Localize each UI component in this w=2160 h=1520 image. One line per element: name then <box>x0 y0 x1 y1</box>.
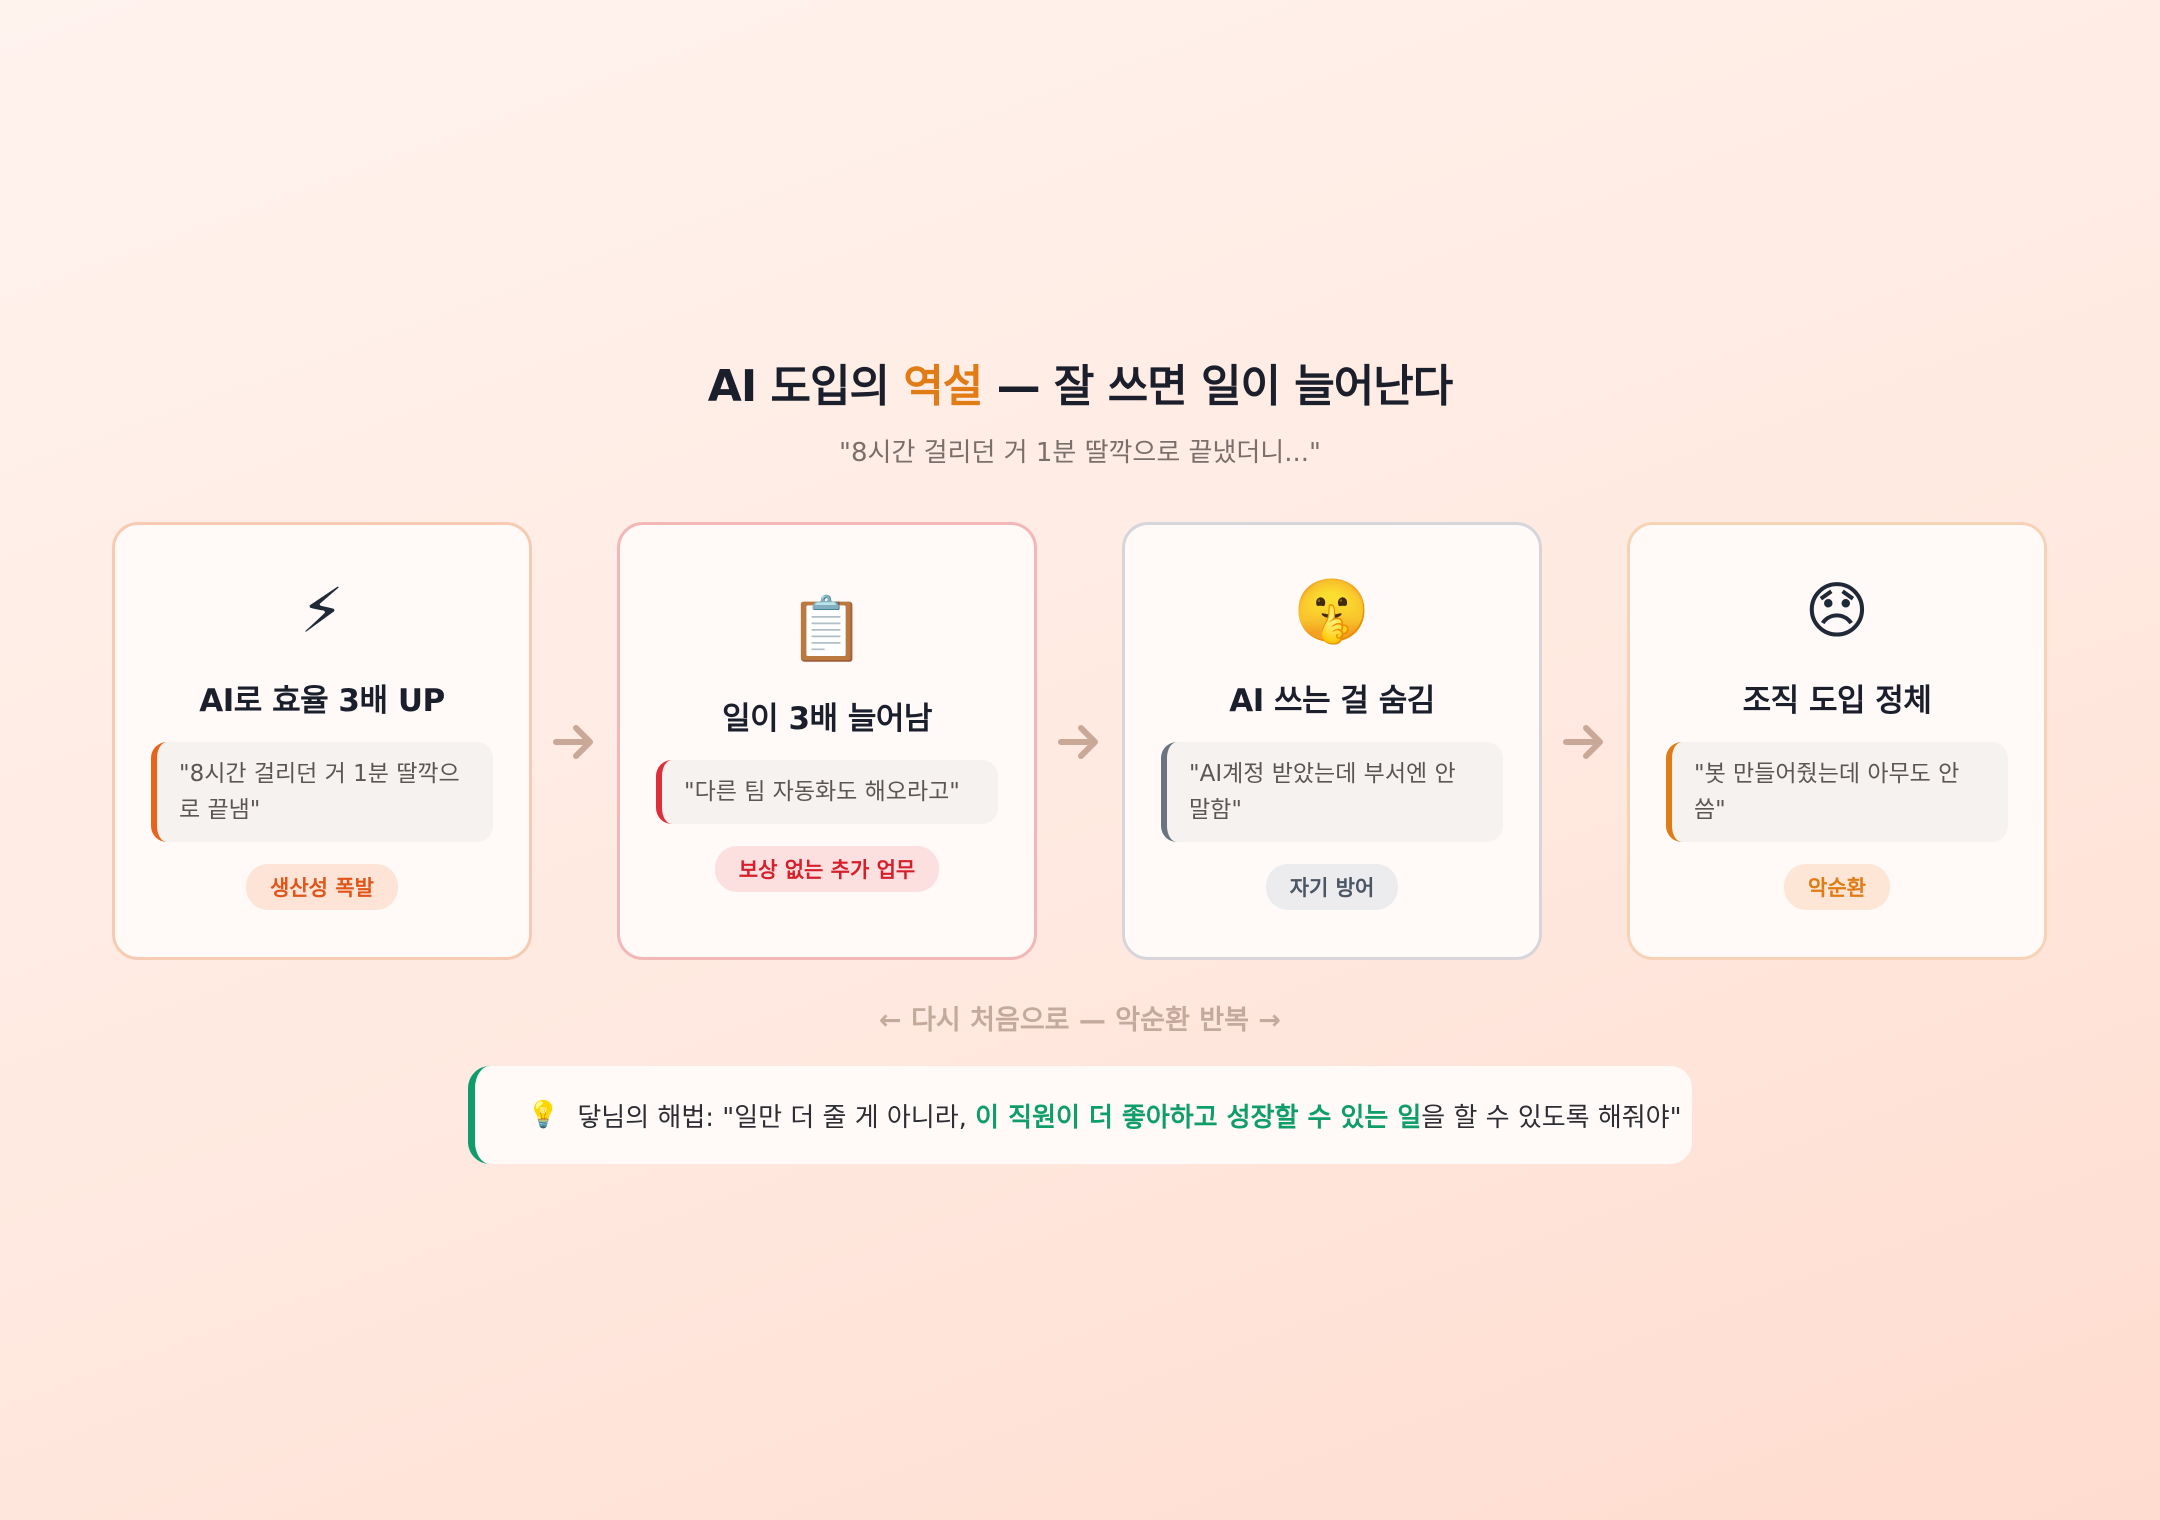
title-accent: 역설 <box>903 361 983 412</box>
stage-card-hiding: 🤫 AI 쓰는 걸 숨김 "AI계정 받았는데 부서엔 안 말함" 자기 방어 <box>1122 522 1542 960</box>
cycle-flow: ⚡ AI로 효율 3배 UP "8시간 걸리던 거 1분 딸깍으로 끝냄" 생산… <box>112 522 2048 960</box>
solution-callout: 💡 닿님의 해법: "일만 더 줄 게 아니라, 이 직원이 더 좋아하고 성장… <box>468 1066 1692 1164</box>
card-title: 조직 도입 정체 <box>1742 682 1932 719</box>
page-title: AI 도입의 역설 — 잘 쓰면 일이 늘어난다 <box>0 350 2160 414</box>
arrow-right-icon <box>1055 718 1103 766</box>
header: AI 도입의 역설 — 잘 쓰면 일이 늘어난다 "8시간 걸리던 거 1분 딸… <box>0 350 2160 469</box>
lightning-icon: ⚡ <box>300 573 344 647</box>
card-badge: 자기 방어 <box>1265 863 1399 910</box>
solution-text-suffix: 을 할 수 있도록 해줘야" <box>1421 1102 1682 1133</box>
card-quote: "다른 팀 자동화도 해오라고" <box>656 759 998 824</box>
solution-text: 닿님의 해법: "일만 더 줄 게 아니라, 이 직원이 더 좋아하고 성장할 … <box>577 1097 1681 1134</box>
arrow-right-icon <box>550 718 598 766</box>
stage-card-stagnation: 😞 조직 도입 정체 "봇 만들어줬는데 아무도 안 씀" 악순환 <box>1627 522 2047 960</box>
card-title: AI로 효율 3배 UP <box>199 682 445 719</box>
arrow-right-icon <box>1560 718 1608 766</box>
card-title: 일이 3배 늘어남 <box>722 700 932 737</box>
title-prefix: AI 도입의 <box>707 361 904 412</box>
card-title: AI 쓰는 걸 숨김 <box>1229 682 1435 719</box>
clipboard-icon: 📋 <box>788 591 866 665</box>
solution-text-prefix: 닿님의 해법: "일만 더 줄 게 아니라, <box>577 1102 976 1133</box>
card-quote: "AI계정 받았는데 부서엔 안 말함" <box>1161 741 1503 842</box>
shushing-face-icon: 🤫 <box>1293 573 1371 647</box>
disappointed-face-icon: 😞 <box>1804 573 1870 647</box>
stage-card-efficiency: ⚡ AI로 효율 3배 UP "8시간 걸리던 거 1분 딸깍으로 끝냄" 생산… <box>112 522 532 960</box>
page-subtitle: "8시간 걸리던 거 1분 딸깍으로 끝냈더니..." <box>839 438 1321 468</box>
card-badge: 악순환 <box>1784 863 1890 910</box>
loop-caption: ← 다시 처음으로 — 악순환 반복 → <box>879 1005 1281 1036</box>
title-suffix: — 잘 쓰면 일이 늘어난다 <box>982 361 1454 412</box>
solution-highlight: 이 직원이 더 좋아하고 성장할 수 있는 일 <box>975 1102 1422 1133</box>
card-quote: "8시간 걸리던 거 1분 딸깍으로 끝냄" <box>151 741 493 842</box>
card-quote: "봇 만들어줬는데 아무도 안 씀" <box>1666 741 2008 842</box>
card-badge: 보상 없는 추가 업무 <box>714 845 940 892</box>
stage-card-more-work: 📋 일이 3배 늘어남 "다른 팀 자동화도 해오라고" 보상 없는 추가 업무 <box>617 522 1037 960</box>
lightbulb-icon: 💡 <box>527 1100 560 1130</box>
card-badge: 생산성 폭발 <box>246 863 398 910</box>
